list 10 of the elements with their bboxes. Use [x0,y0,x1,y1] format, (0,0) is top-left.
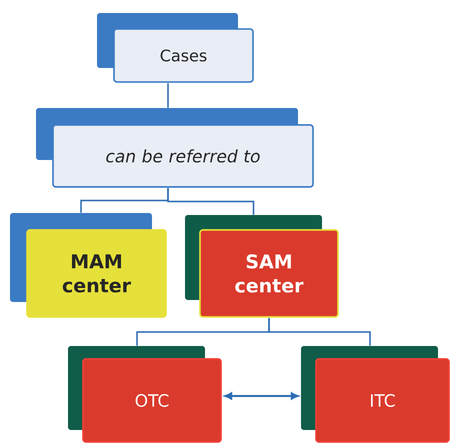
stacked-box: can be referred to [36,108,314,188]
stacked-box: MAM center [10,212,167,318]
connector [167,83,169,108]
stacked-box: SAM center [185,214,339,318]
connector [268,318,371,346]
stacked-box: ITC [301,346,450,443]
stacked-box: Cases [97,13,254,83]
connector [224,392,298,400]
connector [167,188,254,215]
stacked-box: OTC [68,346,222,443]
